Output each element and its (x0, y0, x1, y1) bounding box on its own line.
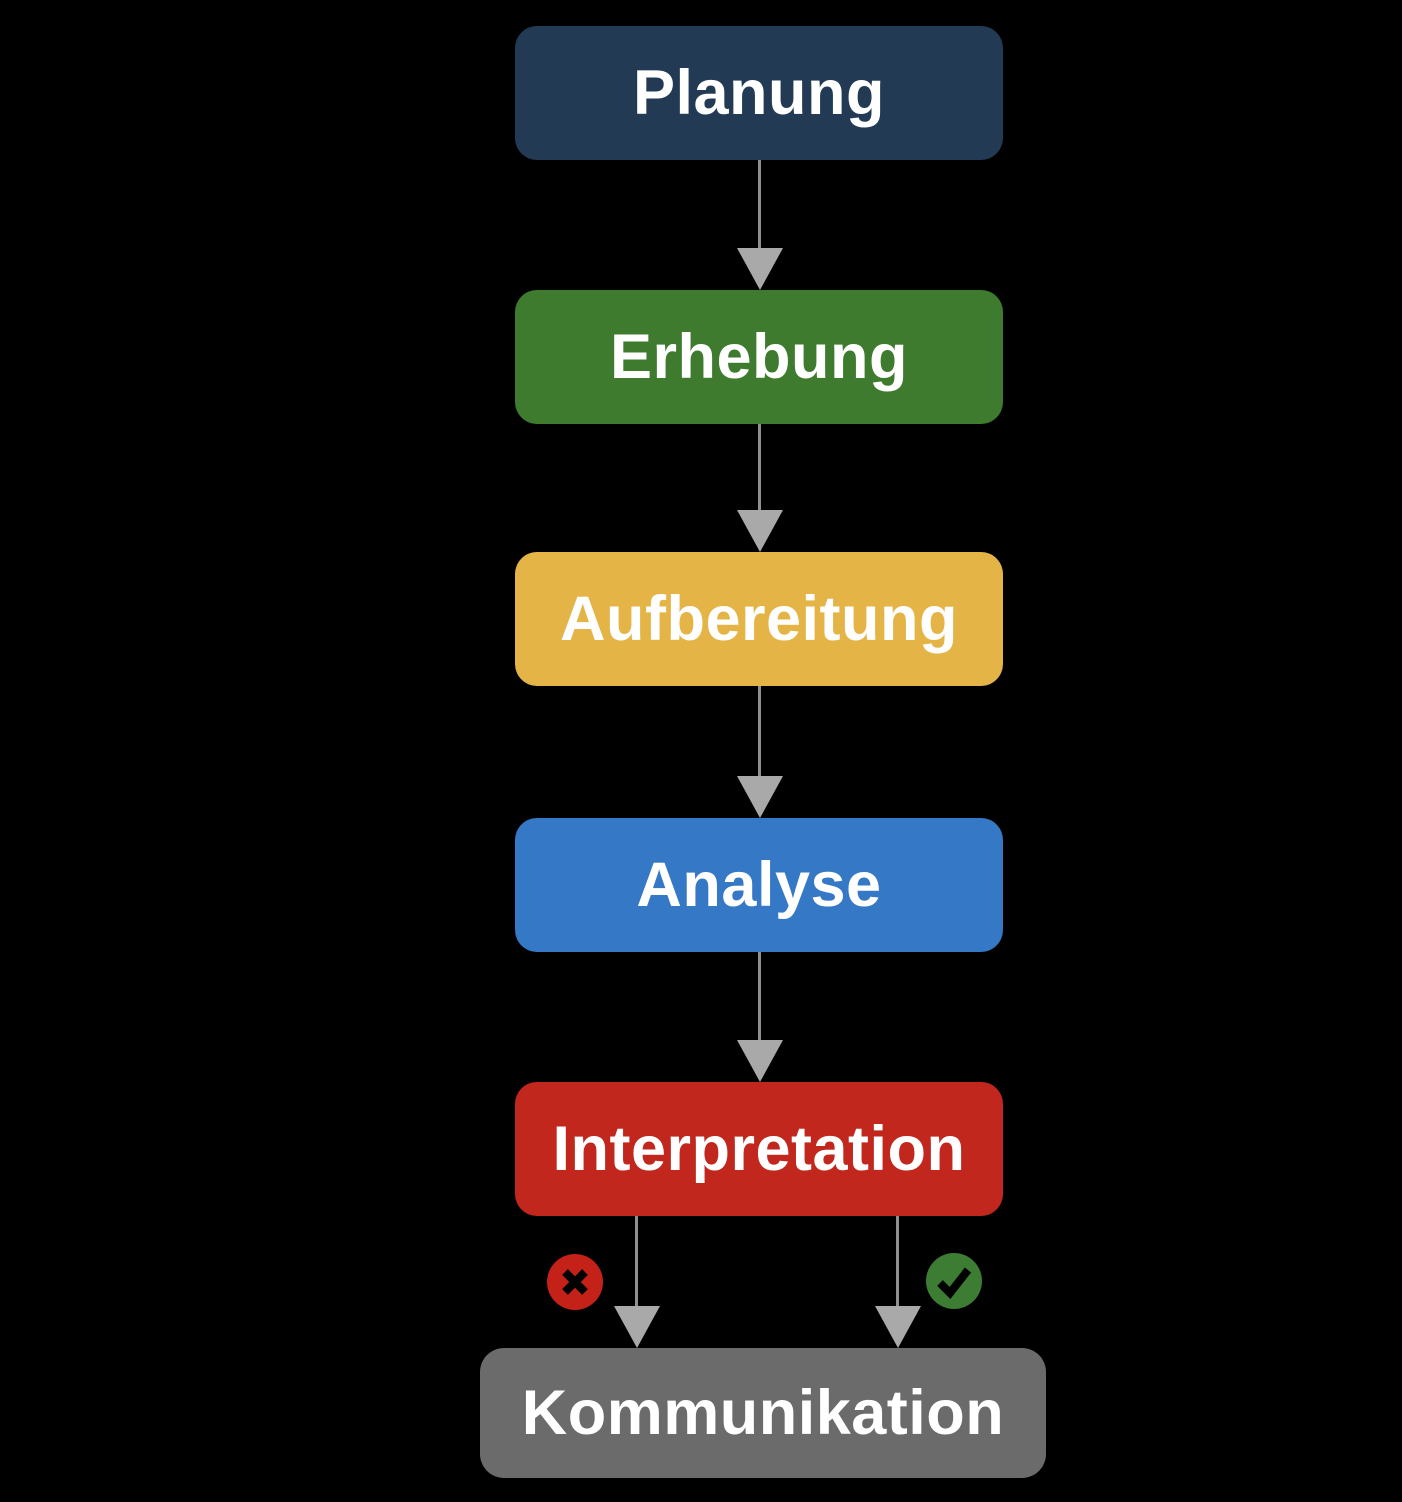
connector-line-planung-erhebung (758, 160, 761, 248)
check-circle-icon (926, 1253, 982, 1309)
step-box-analyse: Analyse (515, 818, 1003, 952)
connector-line-erhebung-aufbereitung (758, 424, 761, 510)
arrowhead-icon (737, 510, 783, 552)
step-label-aufbereitung: Aufbereitung (560, 584, 958, 654)
check-glyph (937, 1267, 972, 1300)
step-label-erhebung: Erhebung (610, 322, 908, 392)
step-box-kommunikation: Kommunikation (480, 1348, 1046, 1478)
step-label-planung: Planung (633, 58, 885, 128)
step-box-erhebung: Erhebung (515, 290, 1003, 424)
x-glyph (562, 1269, 588, 1295)
connector-line-interpretation-kommunikation-left (635, 1216, 638, 1306)
step-label-kommunikation: Kommunikation (521, 1378, 1005, 1448)
connector-line-aufbereitung-analyse (758, 686, 761, 776)
check-circle-background (926, 1253, 982, 1309)
arrowhead-icon (875, 1306, 921, 1348)
arrowhead-icon (737, 1040, 783, 1082)
x-circle-icon (547, 1254, 603, 1310)
arrowhead-icon (737, 248, 783, 290)
step-label-analyse: Analyse (636, 850, 882, 920)
arrowhead-icon (737, 776, 783, 818)
step-label-interpretation: Interpretation (552, 1114, 966, 1184)
connector-line-analyse-interpretation (758, 952, 761, 1040)
step-box-planung: Planung (515, 26, 1003, 160)
arrowhead-icon (614, 1306, 660, 1348)
step-box-interpretation: Interpretation (515, 1082, 1003, 1216)
connector-line-interpretation-kommunikation-right (896, 1216, 899, 1306)
step-box-aufbereitung: Aufbereitung (515, 552, 1003, 686)
